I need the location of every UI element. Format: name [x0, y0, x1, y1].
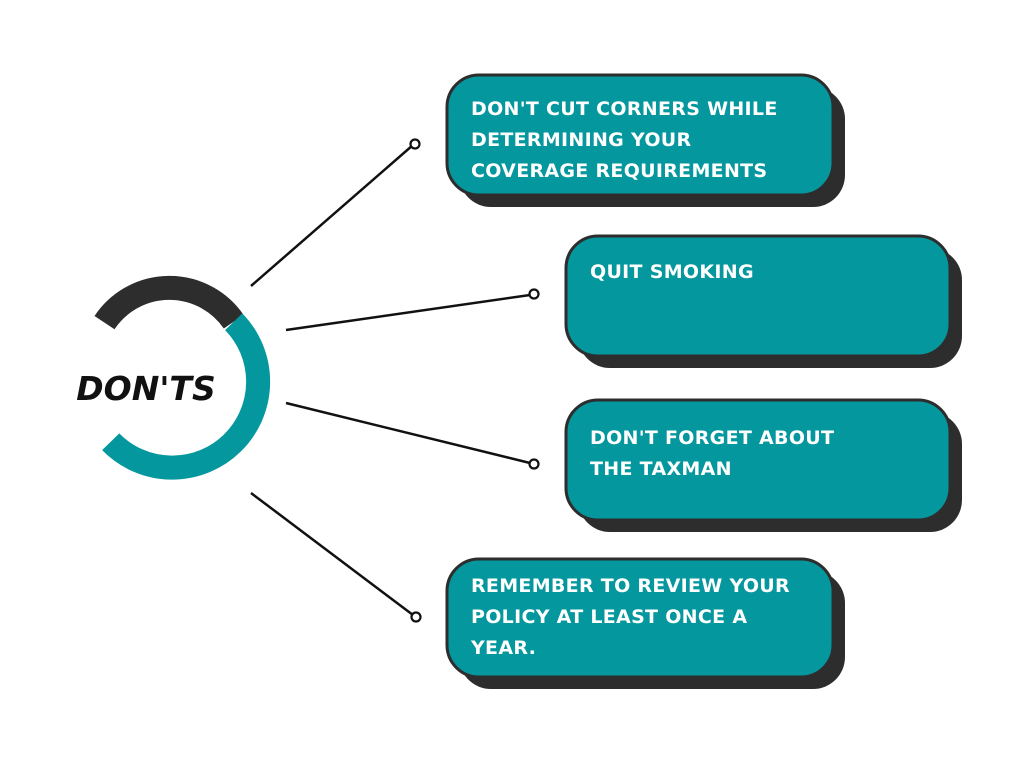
connector-line-2 [285, 293, 531, 332]
card-4: REMEMBER TO REVIEW YOUR POLICY AT LEAST … [445, 557, 845, 689]
card-3-box [564, 398, 952, 522]
card-2: QUIT SMOKING [564, 234, 962, 368]
hub-label: DON'TS [76, 369, 215, 408]
card-2-text: QUIT SMOKING [590, 261, 754, 283]
hub: DON'TS [76, 275, 271, 480]
connector-dot-4 [410, 611, 422, 623]
card-2-line-1: QUIT SMOKING [590, 261, 754, 283]
card-1-line-3: COVERAGE REQUIREMENTS [471, 160, 767, 182]
card-1-box [445, 73, 835, 197]
card-1-line-2: DETERMINING YOUR [471, 129, 692, 151]
connectors [250, 138, 540, 623]
connector-dot-2 [528, 288, 540, 300]
card-2-box [564, 234, 952, 358]
hub-ring-dark-arc [94, 275, 244, 330]
hub-ring-teal-arc [102, 313, 271, 480]
card-4-box [445, 557, 835, 679]
card-1-line-1: DON'T CUT CORNERS WHILE [471, 98, 778, 120]
card-1: DON'T CUT CORNERS WHILE DETERMINING YOUR… [445, 73, 845, 207]
connector-dot-1 [409, 138, 421, 150]
connector-line-3 [285, 401, 531, 465]
card-4-line-2: POLICY AT LEAST ONCE A [471, 606, 747, 628]
card-4-line-1: REMEMBER TO REVIEW YOUR [471, 575, 790, 597]
card-4-text: REMEMBER TO REVIEW YOUR POLICY AT LEAST … [470, 575, 797, 659]
card-3-line-2: THE TAXMAN [590, 458, 732, 480]
card-4-line-3: YEAR. [470, 637, 536, 659]
card-1-text: DON'T CUT CORNERS WHILE DETERMINING YOUR… [471, 98, 785, 182]
card-3: DON'T FORGET ABOUT THE TAXMAN [564, 398, 962, 532]
card-3-line-1: DON'T FORGET ABOUT [590, 427, 834, 449]
connector-dot-3 [528, 458, 540, 470]
card-3-text: DON'T FORGET ABOUT THE TAXMAN [590, 427, 841, 480]
connector-line-1 [250, 144, 414, 287]
connector-line-4 [250, 492, 414, 616]
